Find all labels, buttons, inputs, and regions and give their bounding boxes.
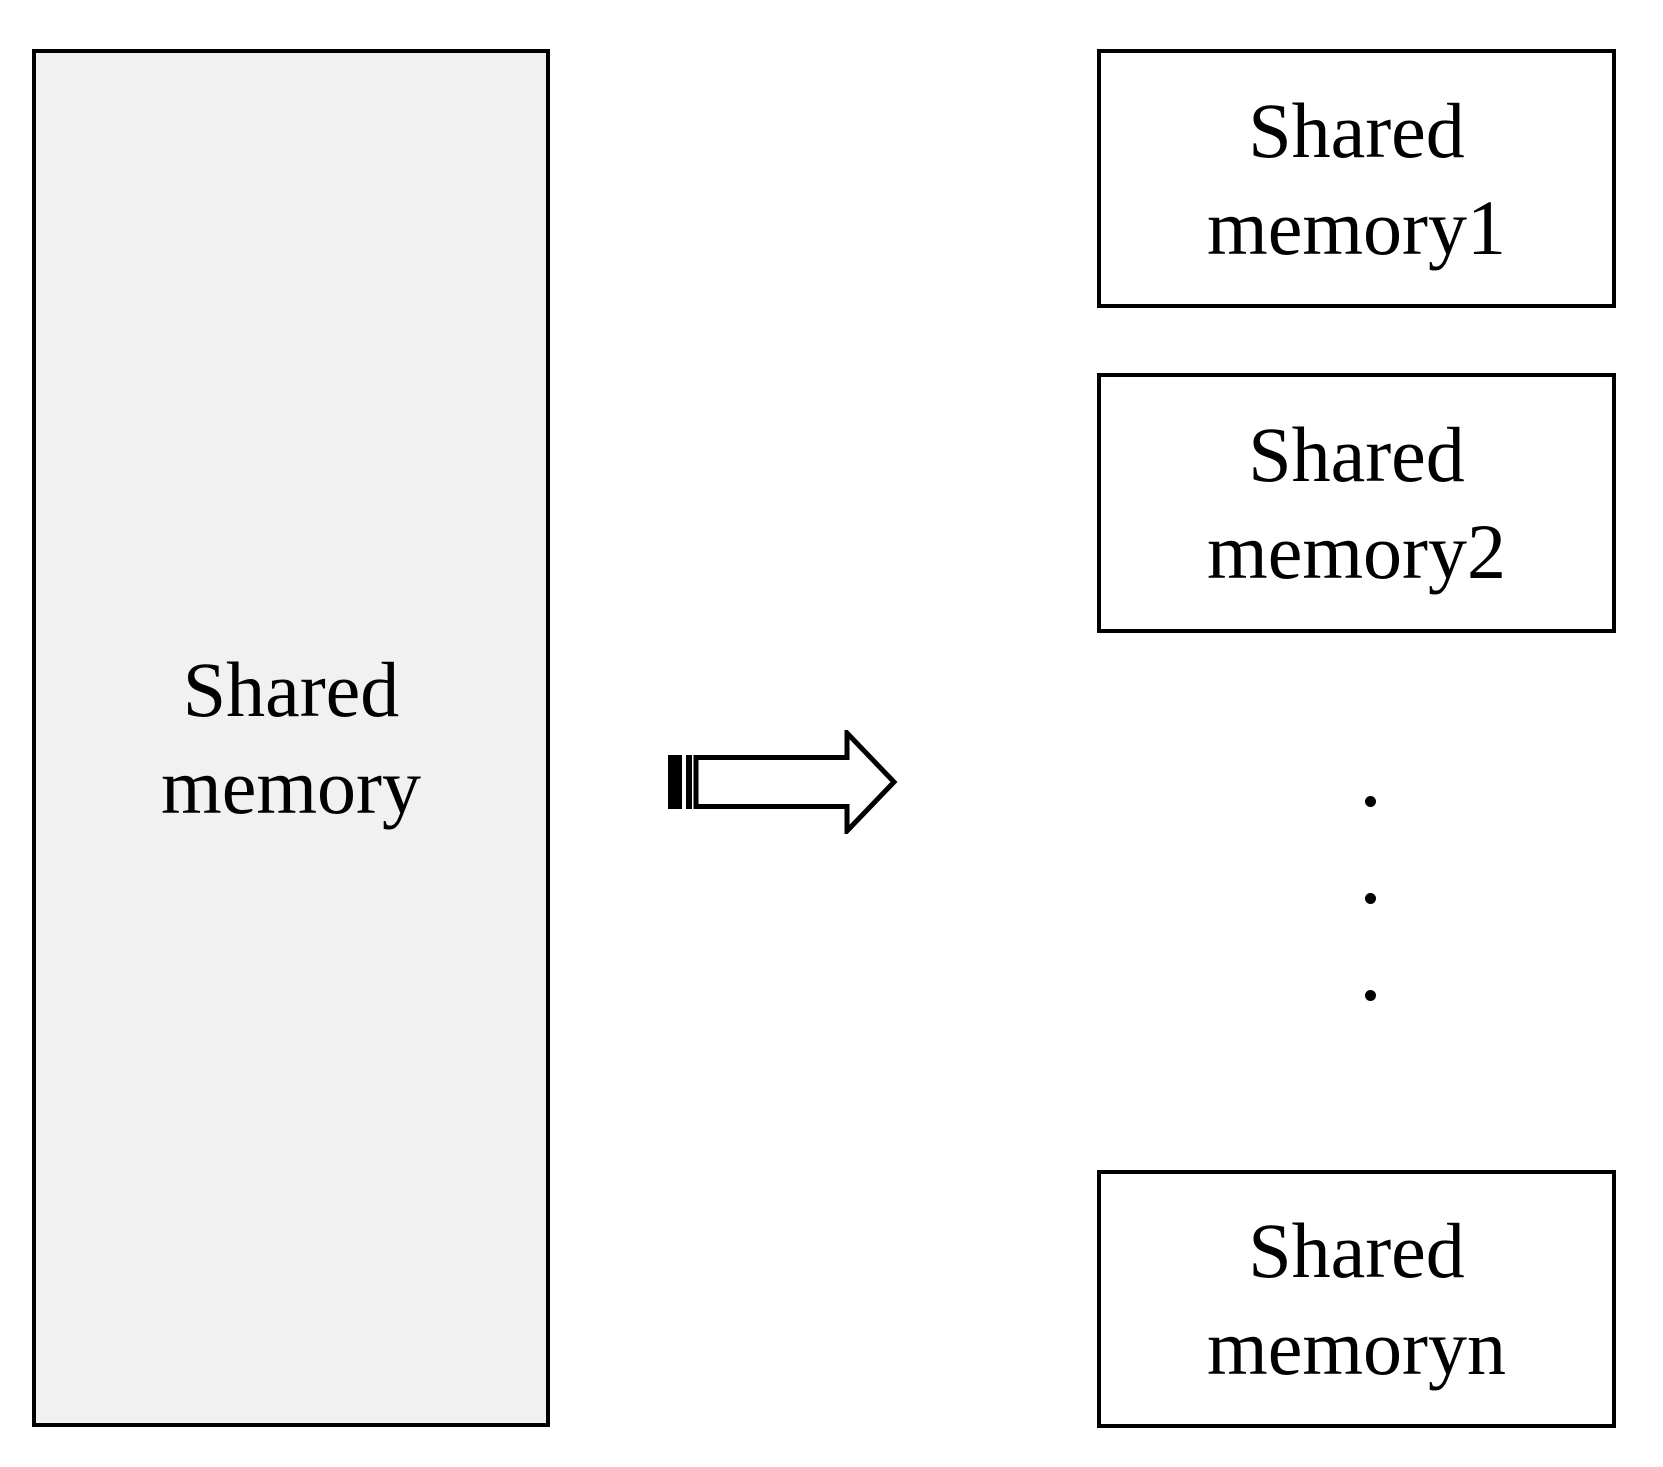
target-box-1-label-line1: Shared [1248,86,1465,174]
source-box-label-line1: Shared [182,646,400,733]
source-box-label-line2: memory [161,743,421,830]
shared-memory2-box: Shared memory2 [1097,373,1616,633]
arrow-tail-thick-bar [668,755,682,809]
target-box-n-label-line2: memoryn [1207,1304,1506,1391]
shared-memoryn-box: Shared memoryn [1097,1170,1616,1428]
ellipsis-dot [1365,990,1376,1001]
striped-right-arrow-icon [668,730,898,834]
vertical-ellipsis [1365,796,1376,1001]
ellipsis-dot [1365,893,1376,904]
target-box-n-label: Shared memoryn [1207,1202,1506,1396]
target-box-2-label-line2: memory2 [1207,508,1506,595]
target-box-1-label-line2: memory1 [1207,183,1506,271]
target-box-n-label-line1: Shared [1248,1207,1465,1294]
target-box-2-label: Shared memory2 [1207,406,1506,600]
arrow-body [693,730,898,834]
target-box-1-label: Shared memory1 [1207,82,1506,276]
source-box-label: Shared memory [161,641,421,835]
ellipsis-dot [1365,796,1376,807]
arrow-tail-thin-bar [686,755,692,809]
shared-memory-source-box: Shared memory [32,49,550,1427]
target-box-2-label-line1: Shared [1248,411,1465,498]
shared-memory1-box: Shared memory1 [1097,49,1616,308]
